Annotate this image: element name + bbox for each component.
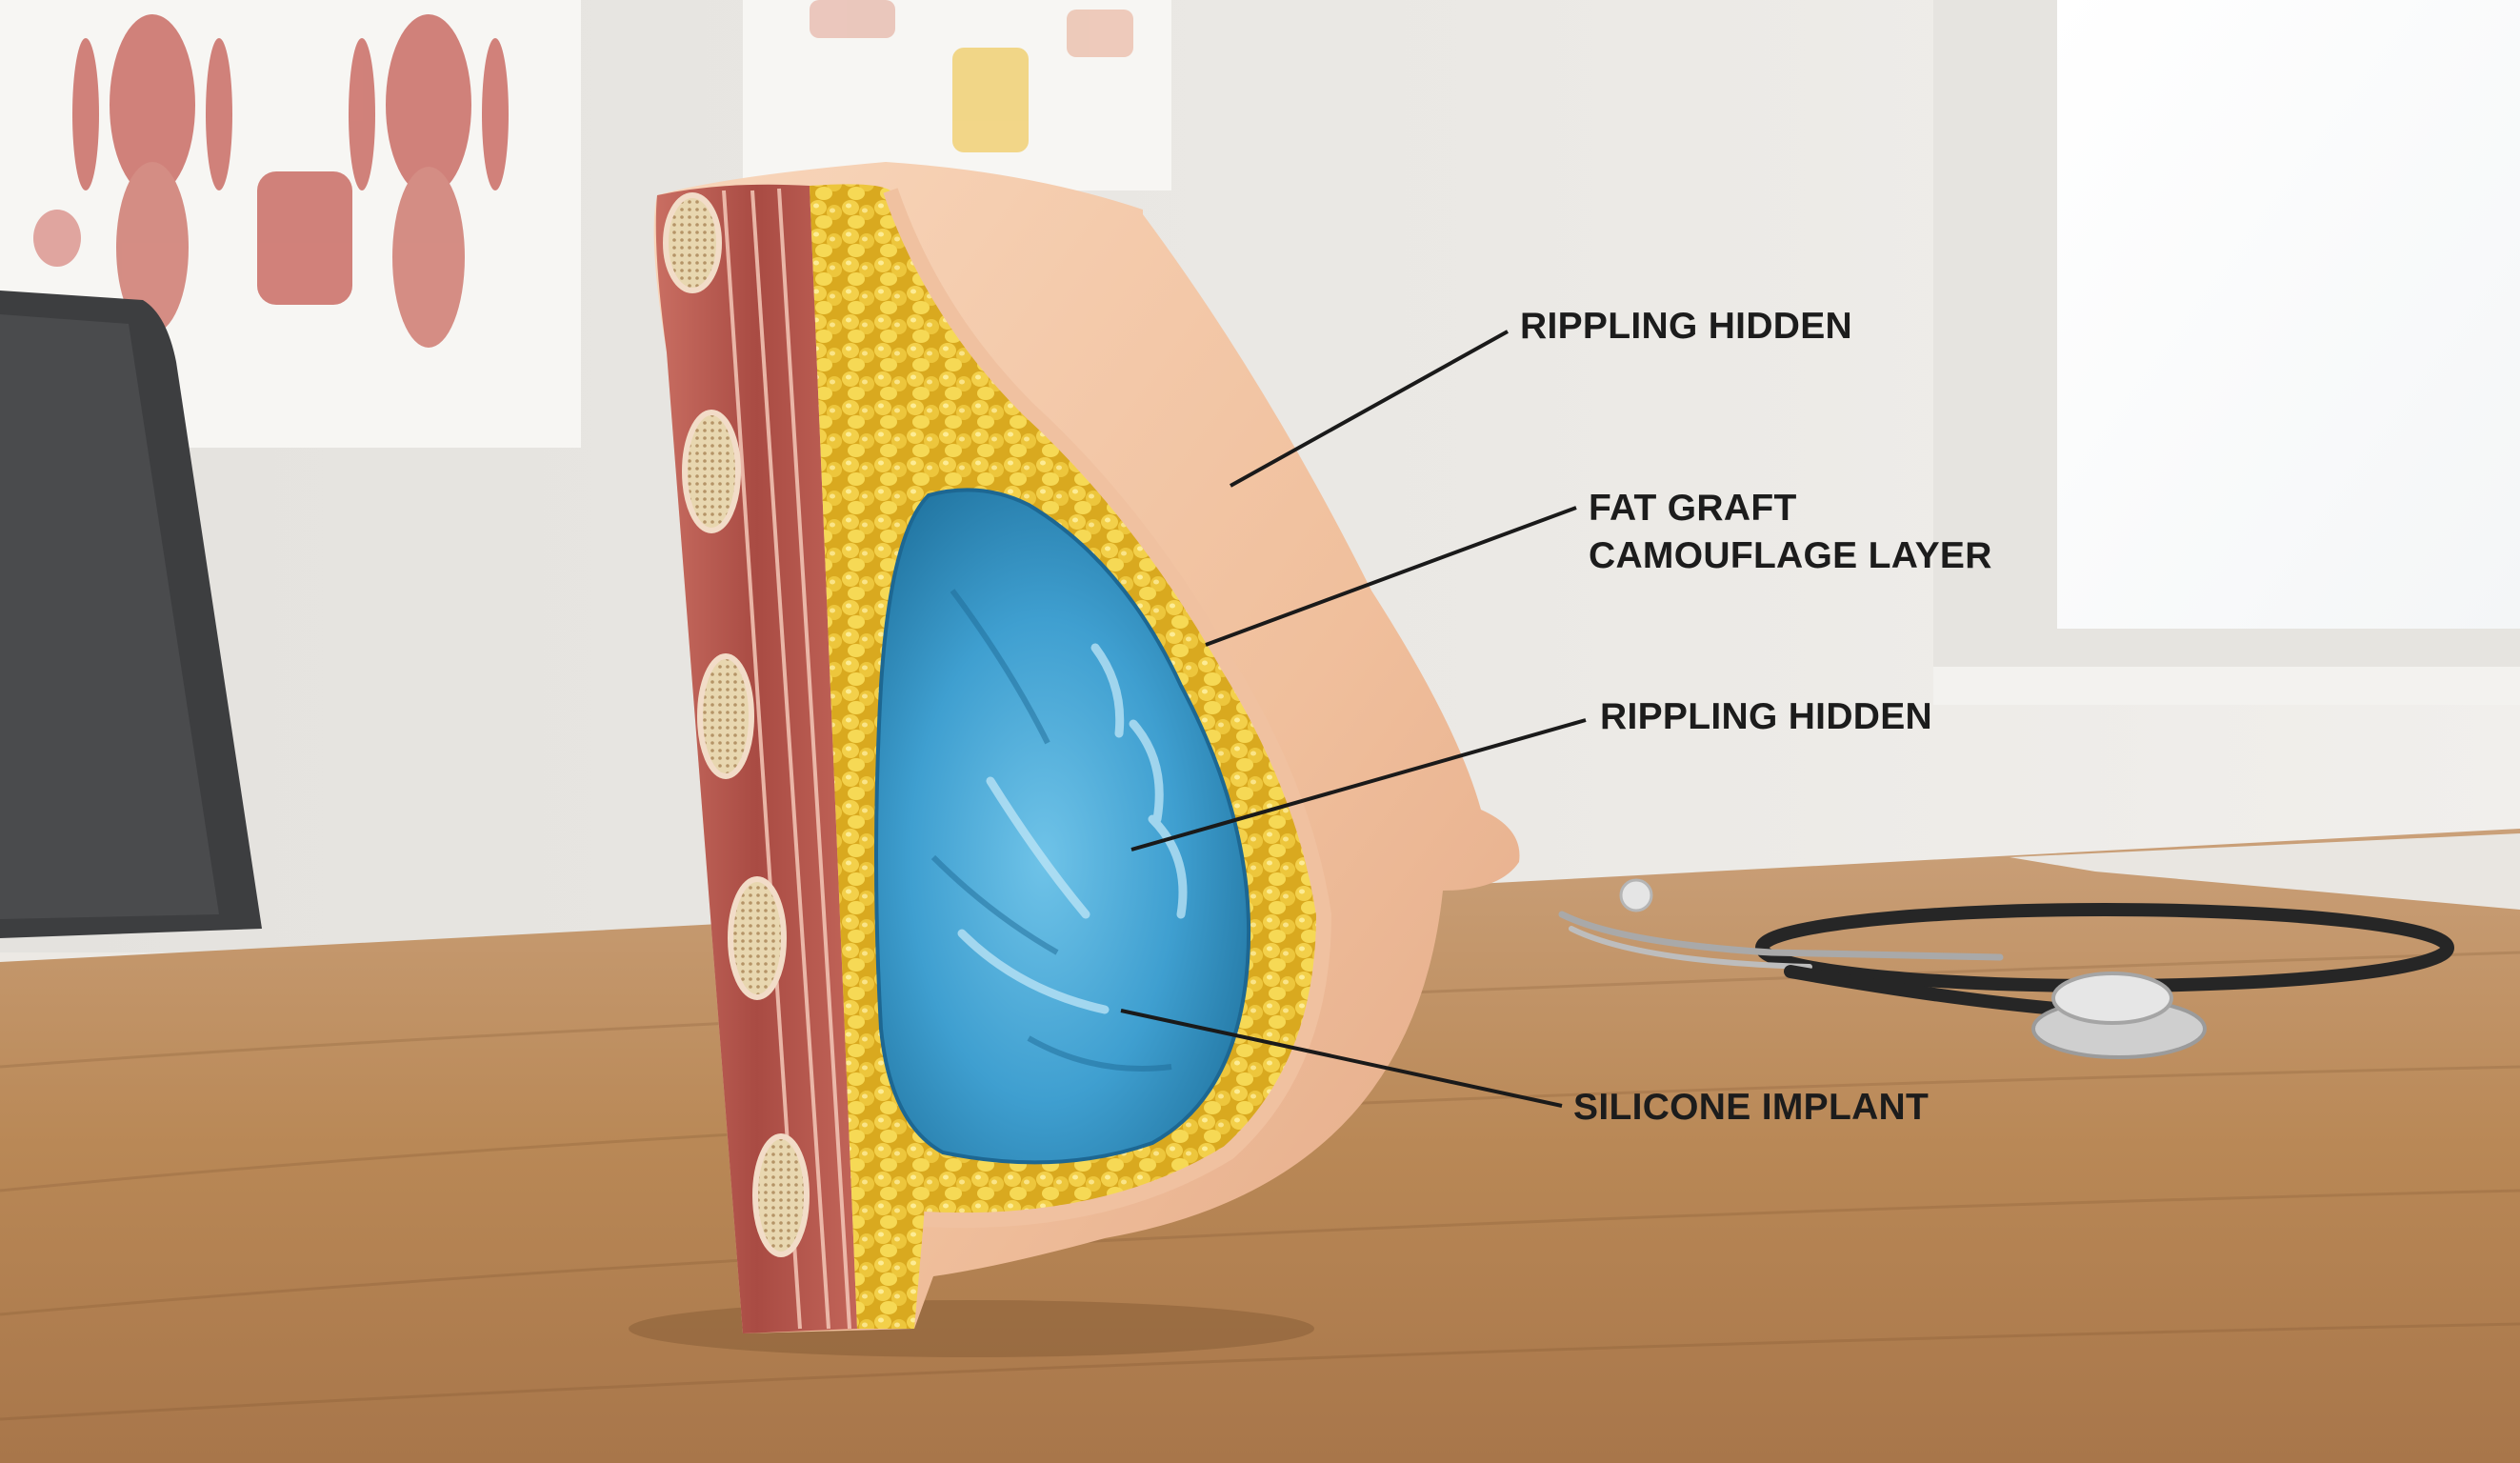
label-rippling-hidden-top: RIPPLING HIDDEN: [1520, 306, 1852, 347]
leader-line-silicone-implant: [1120, 1009, 1563, 1108]
label-silicone-implant: SILICONE IMPLANT: [1573, 1087, 1929, 1128]
leader-line-rippling-mid: [1130, 718, 1587, 852]
silicone-implant: [874, 488, 1251, 1165]
anatomy-poster-right: [743, 0, 1171, 190]
leader-line-rippling-top: [1230, 330, 1509, 488]
window: [1933, 0, 2520, 705]
label-rippling-hidden-mid: RIPPLING HIDDEN: [1600, 696, 1932, 737]
label-fat-graft-line2: CAMOUFLAGE LAYER: [1589, 535, 1992, 576]
rib-cross-sections: [663, 192, 810, 1257]
leader-lines: [1120, 330, 1587, 1108]
stethoscope: [1558, 878, 2454, 1059]
leader-line-fat-graft: [1205, 506, 1577, 647]
document-on-desk: [2010, 833, 2520, 910]
anatomy-poster-left: [0, 0, 581, 448]
breast-cross-section-model: [629, 162, 1520, 1357]
office-chair: [0, 291, 262, 938]
label-fat-graft-line1: FAT GRAFT: [1589, 488, 1797, 529]
